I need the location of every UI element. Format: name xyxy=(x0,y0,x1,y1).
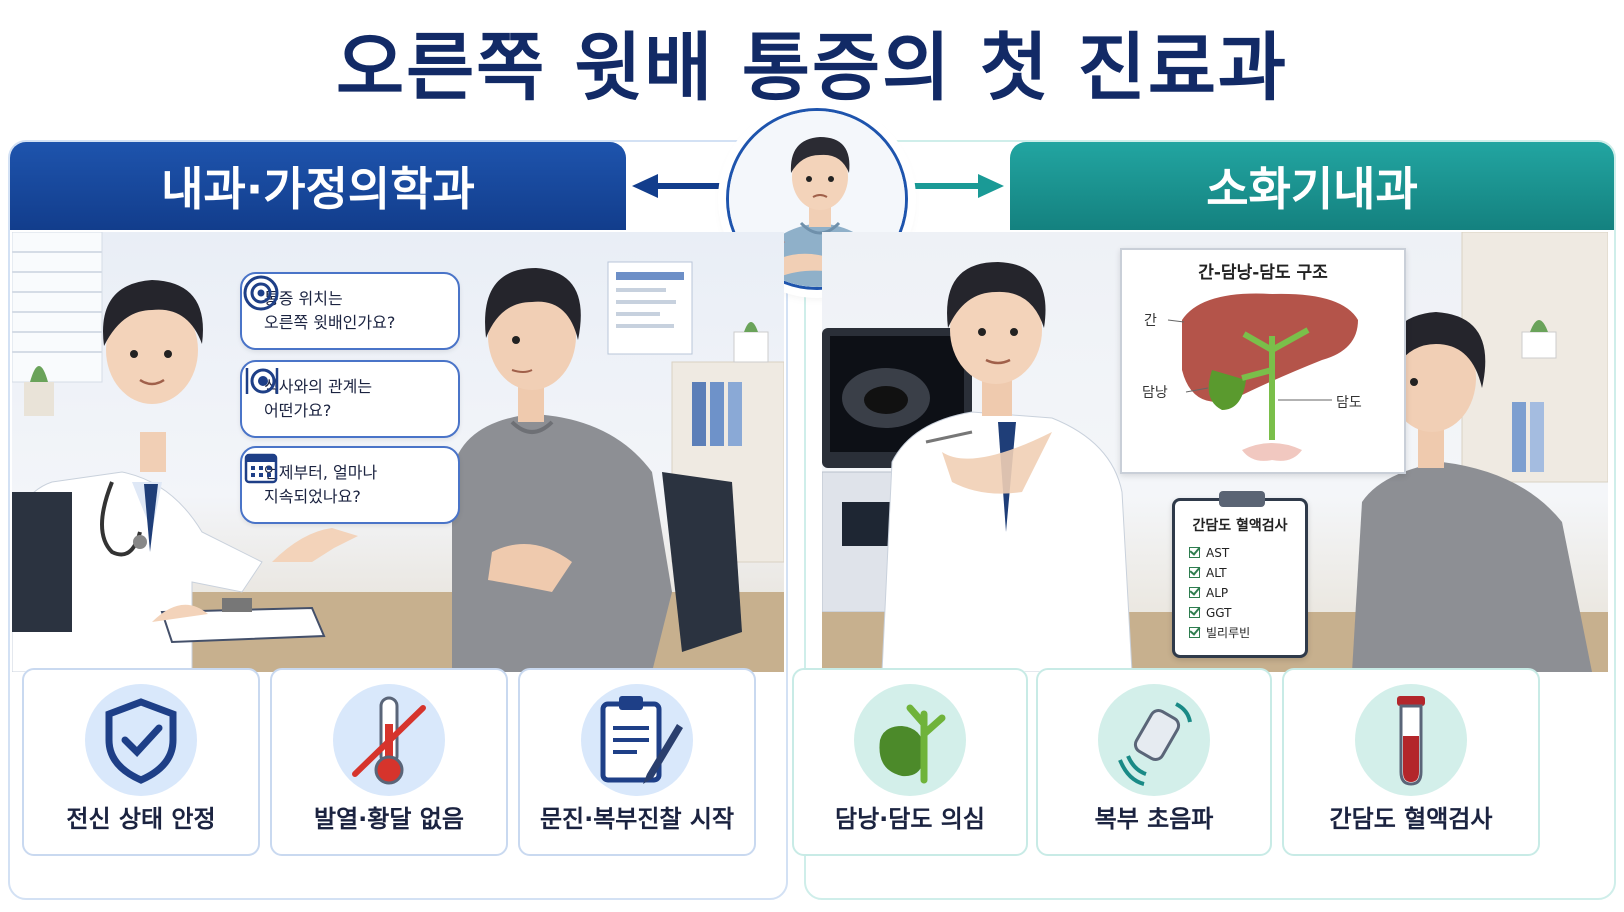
blood-test-clipboard: 간담도 혈액검사 AST ALT ALP GGT 빌리루빈 xyxy=(1172,491,1308,658)
doctor-patient-illustration xyxy=(12,232,784,672)
card-label: 간담도 혈액검사 xyxy=(1329,805,1493,833)
clipboard-title: 간담도 혈액검사 xyxy=(1192,518,1288,534)
card-hepatobiliary-blood-test: 간담도 혈액검사 xyxy=(1282,668,1540,856)
calendar-icon xyxy=(244,453,278,484)
thermometer-crossed-icon xyxy=(352,696,426,785)
card-label: 문진·복부진찰 시작 xyxy=(539,805,735,833)
internal-medicine-tab: 내과·가정의학과 xyxy=(10,142,626,230)
question-bubble-location: 통증 위치는 오른쪽 윗배인가요? xyxy=(240,272,460,350)
list-item: ALT xyxy=(1189,563,1250,583)
clip-icon xyxy=(1219,491,1265,507)
checkbox-icon xyxy=(1189,587,1200,598)
target-icon xyxy=(243,275,279,311)
right-arrow-icon xyxy=(906,174,1004,198)
card-gallbladder-suspicion: 담낭·담도 의심 xyxy=(792,668,1028,856)
test-tube-icon xyxy=(1397,696,1425,786)
question-text: 통증 위치는 오른쪽 윗배인가요? xyxy=(264,289,396,332)
checkbox-icon xyxy=(1189,547,1200,558)
gastroenterology-tab: 소화기내과 xyxy=(1010,142,1614,230)
gallbladder-icon xyxy=(879,704,946,784)
ultrasound-probe-icon xyxy=(1118,702,1192,786)
blood-test-list: AST ALT ALP GGT 빌리루빈 xyxy=(1189,543,1250,643)
card-label: 전신 상태 안정 xyxy=(66,805,216,833)
checkbox-icon xyxy=(1189,607,1200,618)
meal-icon xyxy=(245,368,279,394)
checkbox-icon xyxy=(1189,567,1200,578)
checkbox-icon xyxy=(1189,627,1200,638)
bile-duct-label: 담도 xyxy=(1336,395,1362,411)
gallbladder-label: 담낭 xyxy=(1142,385,1168,401)
card-stable-condition: 전신 상태 안정 xyxy=(22,668,260,856)
card-history-exam: 문진·복부진찰 시작 xyxy=(518,668,756,856)
question-bubble-duration: 언제부터, 얼마나 지속되었나요? xyxy=(240,446,460,524)
question-text: 언제부터, 얼마나 지속되었나요? xyxy=(264,463,378,506)
consultation-scene: 통증 위치는 오른쪽 윗배인가요? 식사와의 관계는 어떤가요? 언제부터, 얼… xyxy=(12,232,784,672)
list-item: ALP xyxy=(1189,583,1250,603)
card-abdominal-ultrasound: 복부 초음파 xyxy=(1036,668,1272,856)
anatomy-board: 간-담낭-담도 구조 간 담낭 담도 xyxy=(1120,248,1406,474)
card-no-fever-jaundice: 발열·황달 없음 xyxy=(270,668,508,856)
question-text: 식사와의 관계는 어떤가요? xyxy=(264,377,373,420)
list-item: AST xyxy=(1189,543,1250,563)
gastro-scene: 간-담낭-담도 구조 간 담낭 담도 간담도 혈액검사 AST ALT ALP … xyxy=(822,232,1608,672)
clipboard-pen-icon xyxy=(600,696,683,784)
liver-diagram xyxy=(1167,293,1358,461)
page-title: 오른쪽 윗배 통증의 첫 진료과 xyxy=(335,25,1288,111)
card-label: 발열·황달 없음 xyxy=(314,805,464,833)
shield-check-icon xyxy=(105,698,177,784)
card-label: 담낭·담도 의심 xyxy=(835,805,985,833)
list-item: GGT xyxy=(1189,603,1250,623)
card-label: 복부 초음파 xyxy=(1094,805,1214,833)
liver-label: 간 xyxy=(1144,313,1157,329)
anatomy-board-title: 간-담낭-담도 구조 xyxy=(1198,263,1328,283)
question-bubble-meal: 식사와의 관계는 어떤가요? xyxy=(240,360,460,438)
list-item: 빌리루빈 xyxy=(1189,623,1250,643)
left-arrow-icon xyxy=(632,174,728,198)
gastro-illustration xyxy=(822,232,1608,672)
